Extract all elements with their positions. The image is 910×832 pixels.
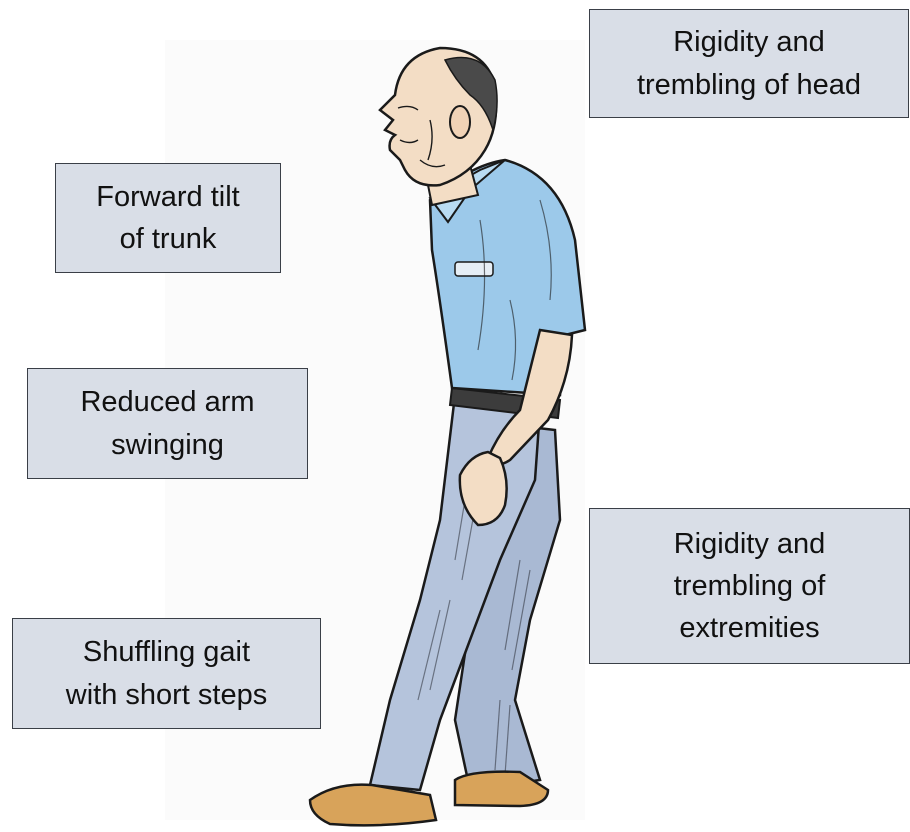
ear (450, 106, 470, 138)
label-rigidity-head-text: Rigidity and trembling of head (637, 21, 861, 105)
label-forward-tilt-trunk-text: Forward tilt of trunk (96, 176, 239, 260)
label-shuffling-gait-text: Shuffling gait with short steps (66, 631, 267, 715)
shirt-pocket (455, 262, 493, 276)
label-rigidity-head: Rigidity and trembling of head (589, 9, 909, 118)
label-rigidity-extremities-text: Rigidity and trembling of extremities (674, 523, 826, 649)
label-shuffling-gait: Shuffling gait with short steps (12, 618, 321, 729)
label-reduced-arm-swinging: Reduced arm swinging (27, 368, 308, 479)
label-reduced-arm-swinging-text: Reduced arm swinging (80, 381, 254, 465)
label-rigidity-extremities: Rigidity and trembling of extremities (589, 508, 910, 664)
label-forward-tilt-trunk: Forward tilt of trunk (55, 163, 281, 273)
